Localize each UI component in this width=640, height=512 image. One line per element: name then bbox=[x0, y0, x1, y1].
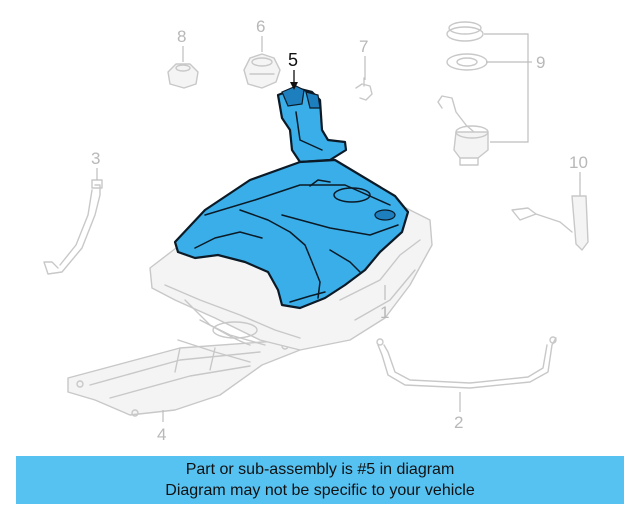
callout-2: 2 bbox=[454, 413, 463, 432]
part-5-heat-shield bbox=[173, 85, 410, 310]
banner-line-1: Part or sub-assembly is #5 in diagram bbox=[185, 461, 455, 478]
part-8-fitting bbox=[167, 63, 199, 89]
info-banner: Part or sub-assembly is #5 in diagram Di… bbox=[16, 456, 624, 504]
callout-1: 1 bbox=[380, 303, 389, 322]
callout-8: 8 bbox=[177, 27, 186, 46]
callout-7: 7 bbox=[359, 37, 368, 56]
part-2-tank-strap bbox=[376, 336, 557, 389]
callout-5: 5 bbox=[288, 50, 298, 70]
banner-line-2: Diagram may not be specific to your vehi… bbox=[165, 482, 475, 499]
part-7-clip bbox=[355, 77, 373, 101]
callout-4: 4 bbox=[157, 425, 166, 444]
callout-10: 10 bbox=[569, 153, 588, 172]
part-6-grommet bbox=[243, 53, 281, 89]
part-10-sensor bbox=[511, 179, 589, 251]
part-3-tank-strap bbox=[43, 179, 103, 275]
callout-3: 3 bbox=[91, 149, 100, 168]
parts-diagram: 1 2 3 4 5 6 7 8 9 10 bbox=[43, 17, 589, 444]
part-9-fuel-pump-seal bbox=[437, 21, 489, 166]
part-4-skid-plate bbox=[67, 339, 301, 417]
callout-9: 9 bbox=[536, 53, 545, 72]
callout-6: 6 bbox=[256, 17, 265, 36]
